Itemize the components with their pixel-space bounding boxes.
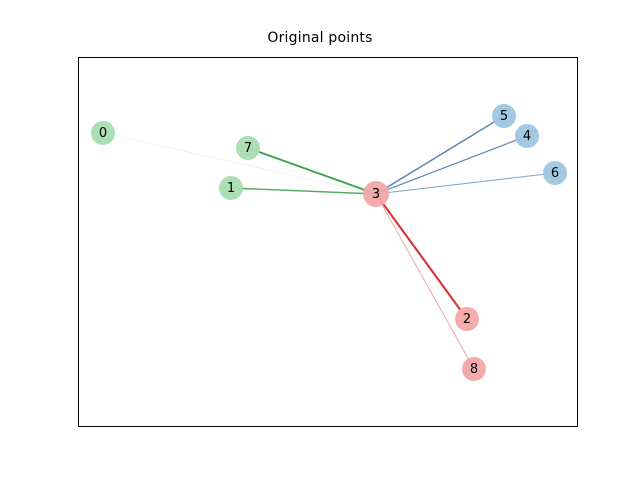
plot-axes-frame bbox=[78, 57, 578, 427]
graph-edge-7-3 bbox=[247, 147, 377, 195]
node-circle-7[interactable] bbox=[236, 136, 260, 160]
graph-edge-3-8 bbox=[375, 193, 475, 370]
node-circle-6[interactable] bbox=[543, 161, 567, 185]
graph-node-8[interactable]: 8 bbox=[462, 357, 486, 381]
edges-layer bbox=[102, 115, 556, 370]
graph-edge-0-3 bbox=[102, 132, 377, 195]
graph-edge-3-4 bbox=[375, 135, 528, 195]
node-circle-3[interactable] bbox=[363, 181, 389, 207]
graph-node-5[interactable]: 5 bbox=[492, 104, 516, 128]
graph-node-3[interactable]: 3 bbox=[363, 181, 389, 207]
node-circle-1[interactable] bbox=[219, 176, 243, 200]
node-circle-5[interactable] bbox=[492, 104, 516, 128]
graph-node-4[interactable]: 4 bbox=[515, 124, 539, 148]
graph-node-7[interactable]: 7 bbox=[236, 136, 260, 160]
graph-node-2[interactable]: 2 bbox=[455, 307, 479, 331]
graph-node-1[interactable]: 1 bbox=[219, 176, 243, 200]
graph-edge-1-3 bbox=[230, 187, 377, 195]
graph-edge-3-5 bbox=[375, 115, 505, 195]
page-title: Original points bbox=[267, 30, 373, 46]
graph-node-0[interactable]: 0 bbox=[91, 121, 115, 145]
graph-edge-3-6 bbox=[375, 172, 556, 195]
graph-node-6[interactable]: 6 bbox=[543, 161, 567, 185]
graph-edge-3-2 bbox=[375, 193, 468, 320]
node-circle-4[interactable] bbox=[515, 124, 539, 148]
node-circle-2[interactable] bbox=[455, 307, 479, 331]
node-circle-8[interactable] bbox=[462, 357, 486, 381]
node-circle-0[interactable] bbox=[91, 121, 115, 145]
